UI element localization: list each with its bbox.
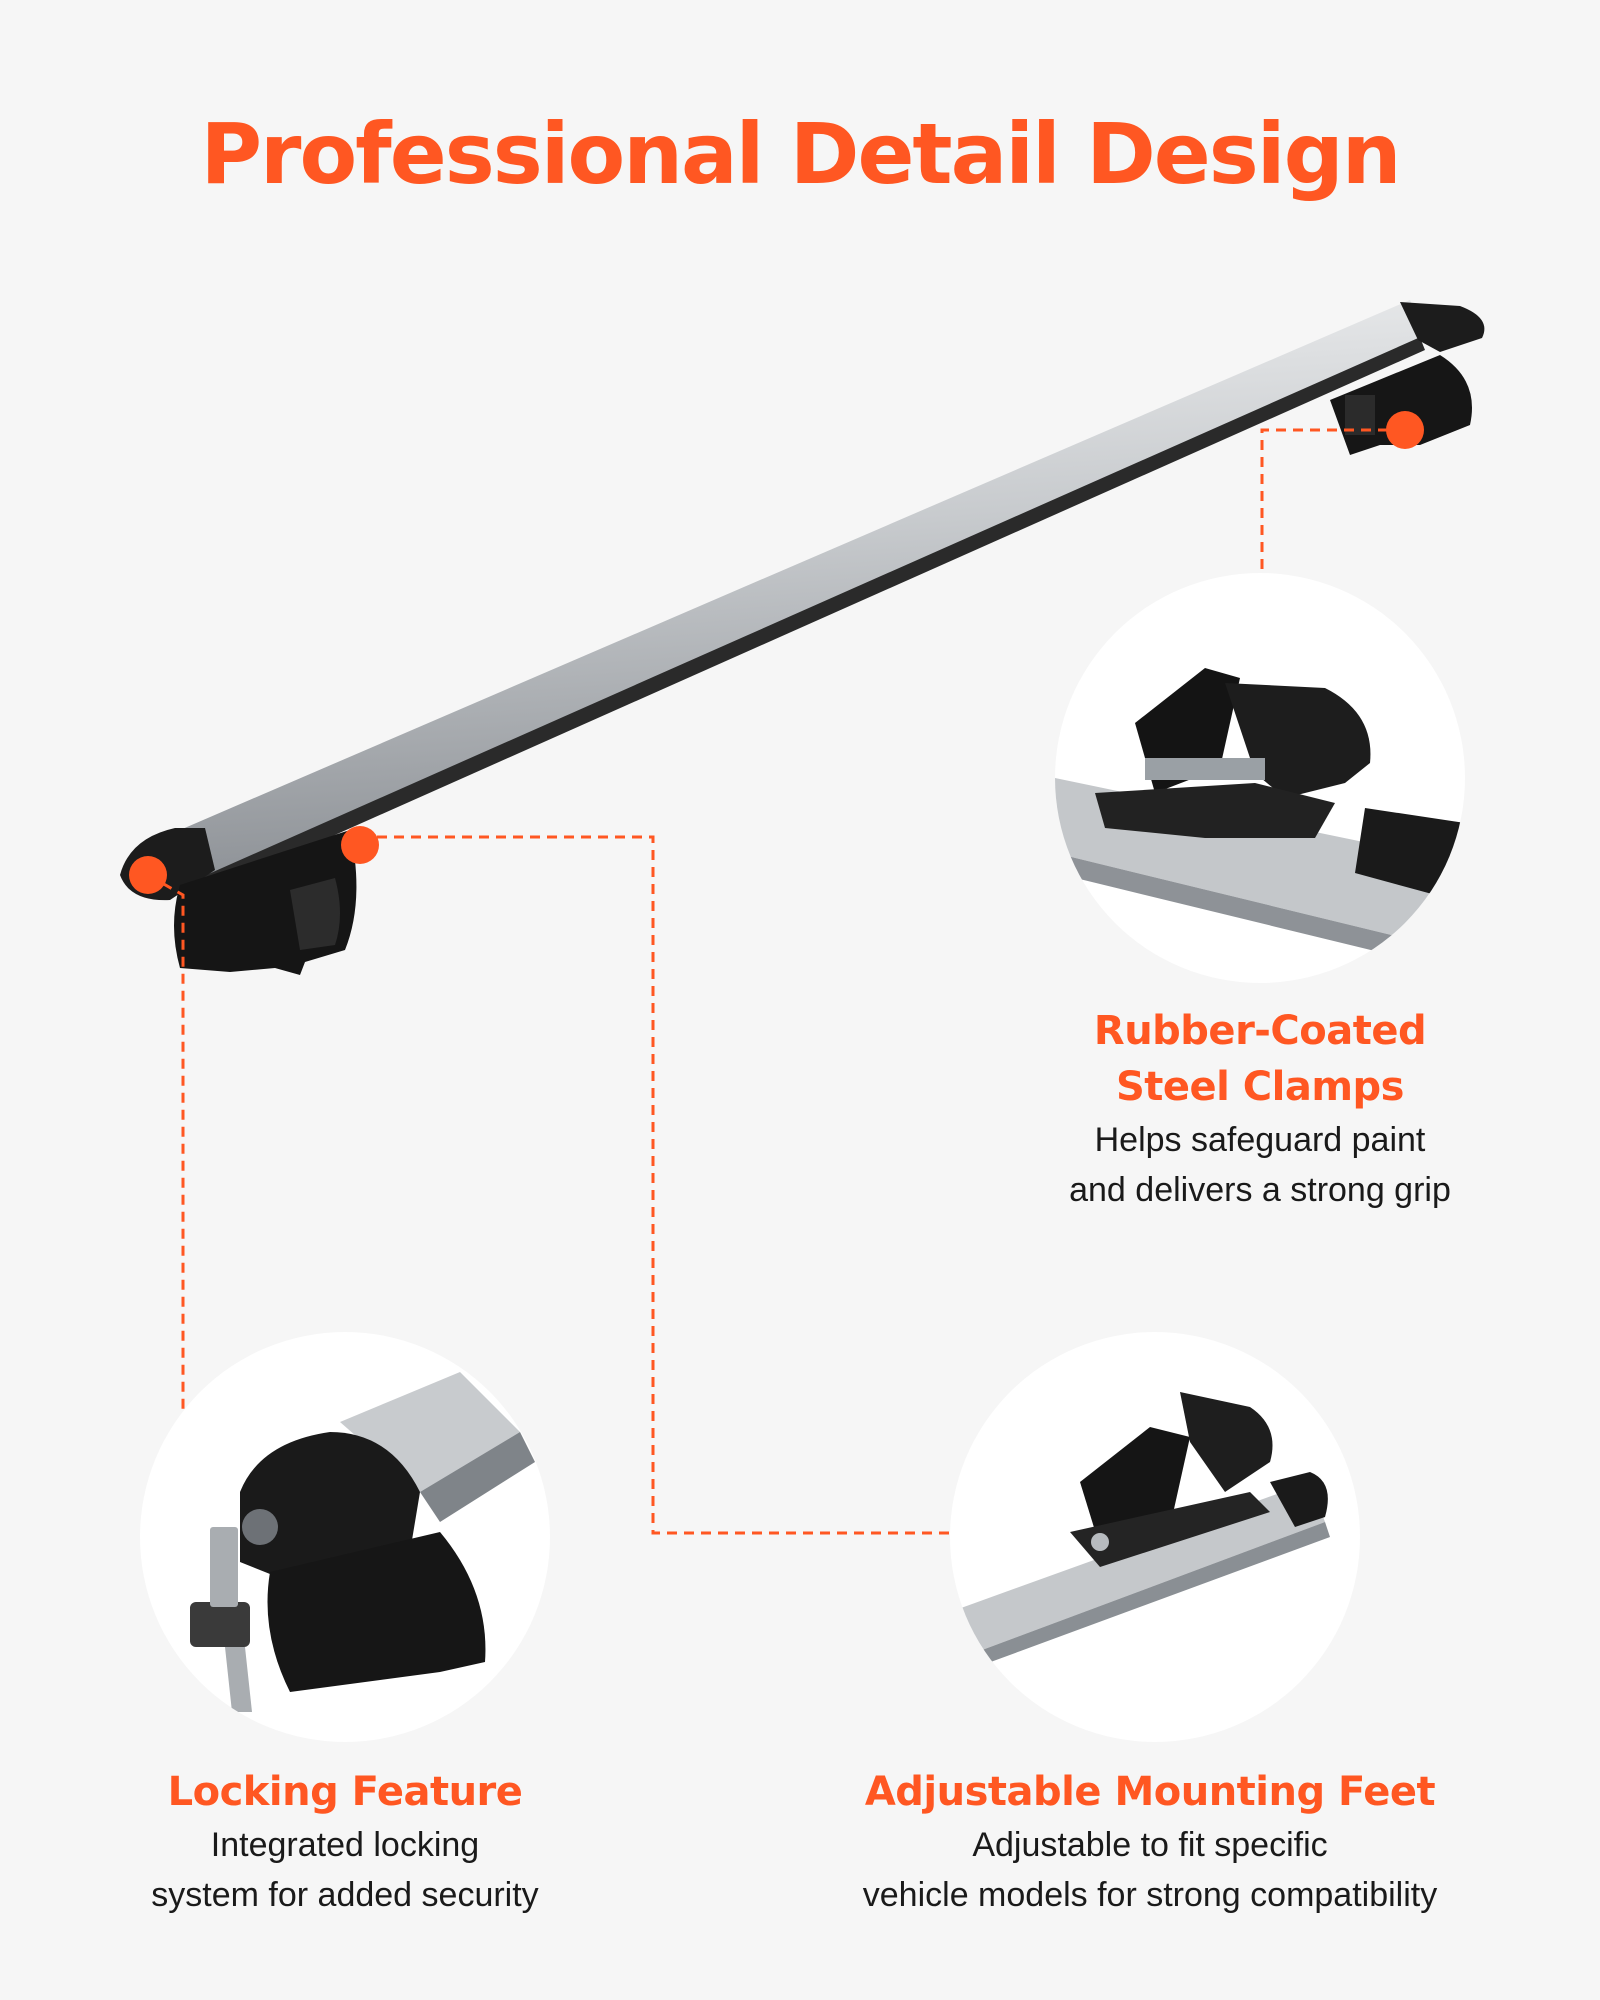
connector-clamps xyxy=(1260,428,1405,570)
connector-locking xyxy=(147,873,185,1410)
caption-clamps-desc-2: and delivers a strong grip xyxy=(1069,1171,1451,1209)
marker-locking xyxy=(129,856,167,894)
caption-locking-desc-2: system for added security xyxy=(151,1876,539,1914)
feet-detail-circle xyxy=(950,1332,1360,1742)
caption-clamps-desc-1: Helps safeguard paint xyxy=(1094,1121,1426,1159)
marker-feet xyxy=(341,826,379,864)
caption-clamps-heading-2: Steel Clamps xyxy=(1115,1064,1405,1110)
clamp-detail-illustration xyxy=(1055,668,1465,973)
lock-detail-illustration xyxy=(190,1372,535,1712)
caption-locking: Locking Feature Integrated locking syste… xyxy=(85,1764,605,1920)
clamps-detail-circle xyxy=(1055,573,1465,983)
locking-detail-circle xyxy=(140,1332,550,1742)
caption-feet: Adjustable Mounting Feet Adjustable to f… xyxy=(790,1764,1510,1920)
caption-feet-heading: Adjustable Mounting Feet xyxy=(864,1769,1436,1815)
marker-clamps xyxy=(1386,411,1424,449)
caption-locking-heading: Locking Feature xyxy=(167,1769,523,1815)
page-title: Professional Detail Design xyxy=(200,105,1401,203)
caption-feet-desc-1: Adjustable to fit specific xyxy=(972,1826,1328,1864)
roof-bar-illustration xyxy=(120,300,1485,975)
caption-locking-desc-1: Integrated locking xyxy=(210,1826,480,1864)
caption-feet-desc-2: vehicle models for strong compatibility xyxy=(862,1876,1438,1914)
caption-clamps: Rubber-Coated Steel Clamps Helps safegua… xyxy=(1000,1003,1520,1215)
caption-clamps-heading-1: Rubber-Coated xyxy=(1093,1008,1427,1054)
feet-detail-illustration xyxy=(950,1392,1330,1677)
